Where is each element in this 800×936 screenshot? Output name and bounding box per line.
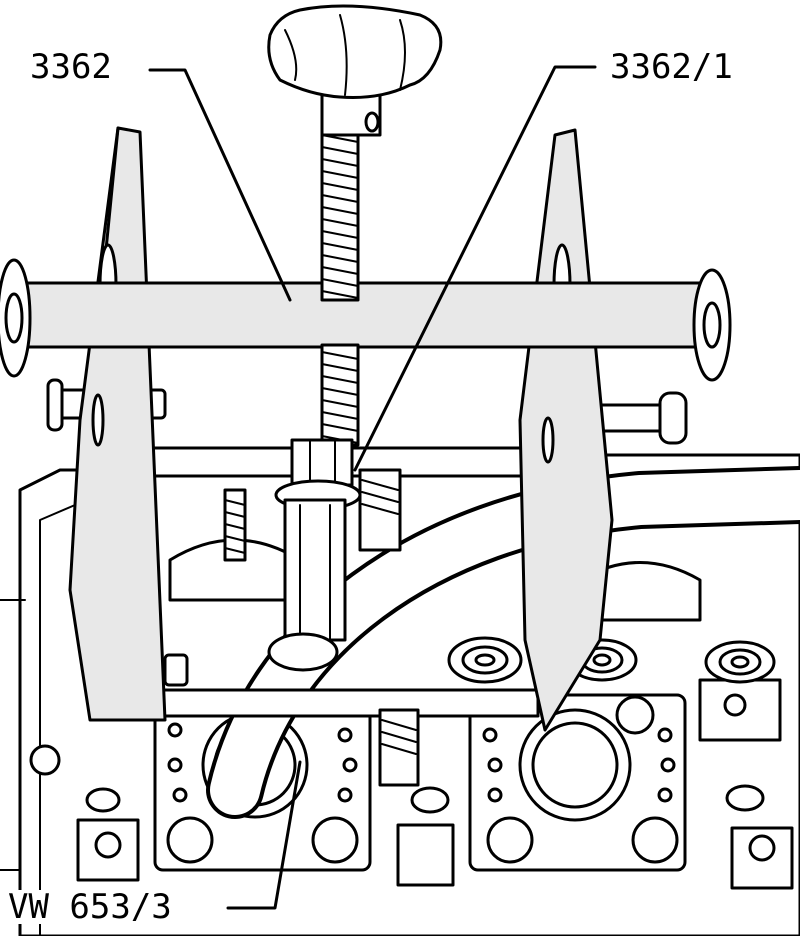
pressure-piece-3362-1 <box>267 438 420 787</box>
cross-bar-3362 <box>0 258 732 382</box>
leader-3362-1 <box>353 65 597 472</box>
callout-label-vw653-3: VW 653/3 <box>6 887 174 927</box>
callout-label-3362-1: 3362/1 <box>608 47 735 87</box>
threaded-spindle <box>320 123 360 447</box>
right-side-plate <box>518 128 614 732</box>
callout-label-3362: 3362 <box>28 47 114 87</box>
star-knob <box>267 4 443 137</box>
leader-vw653-3 <box>226 760 302 910</box>
left-side-plate <box>68 126 167 722</box>
leader-lines <box>148 65 597 910</box>
leader-3362 <box>148 68 292 302</box>
